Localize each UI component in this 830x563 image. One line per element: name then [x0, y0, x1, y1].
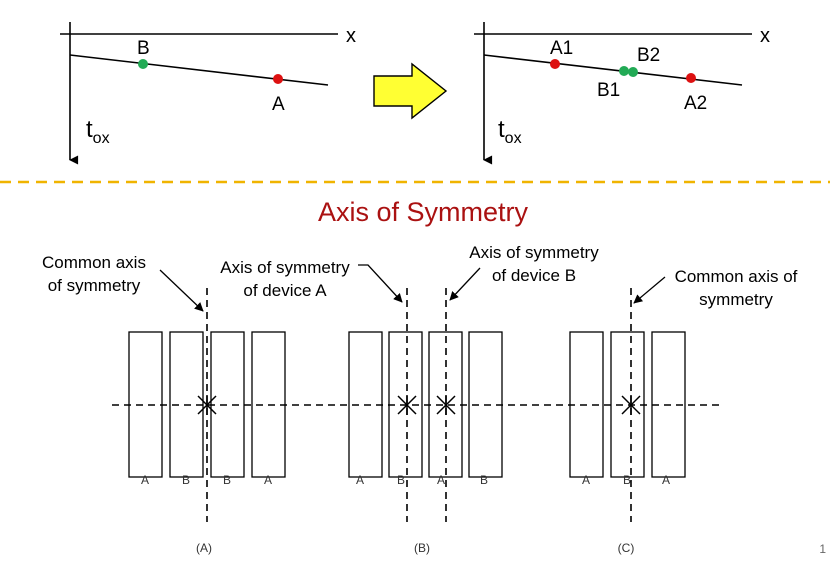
annotation-device-b: Axis of symmetry of device B — [449, 243, 599, 301]
layout-c-device-1 — [569, 331, 604, 478]
layout-b-device-2 — [388, 331, 423, 478]
annotation-common-axis-c-line2: symmetry — [699, 290, 773, 309]
layout-a-device-1 — [128, 331, 163, 478]
annotation-device-b-line1: Axis of symmetry — [469, 243, 599, 262]
annotation-common-axis-a-line2: of symmetry — [48, 276, 141, 295]
right-point-a1 — [550, 59, 560, 69]
right-point-b2 — [628, 67, 638, 77]
annotation-device-a-line1: Axis of symmetry — [220, 258, 350, 277]
annotation-device-a-arrow — [358, 264, 403, 303]
layout-c: A B A (C) — [569, 288, 686, 555]
left-point-a — [273, 74, 283, 84]
left-gradient-panel: x tox B A — [60, 22, 356, 165]
layout-a-centroid-icon — [197, 395, 217, 415]
right-point-b1 — [619, 66, 629, 76]
right-gradient-panel: x tox A1 B1 B2 A2 — [474, 22, 770, 165]
layout-b-label-3: A — [437, 473, 445, 487]
layout-b-label-1: A — [356, 473, 364, 487]
right-tox-label: tox — [498, 116, 522, 147]
layout-b-device-1 — [348, 331, 383, 478]
layout-a-device-4 — [251, 331, 286, 478]
layout-b-device-3 — [428, 331, 463, 478]
layout-c-device-3 — [651, 331, 686, 478]
layout-b-device-4 — [468, 331, 503, 478]
right-point-b2-label: B2 — [637, 45, 660, 66]
layout-b: A B A B (B) — [348, 288, 503, 555]
left-x-label: x — [346, 25, 356, 47]
annotation-common-axis-c-line1: Common axis of — [675, 267, 798, 286]
right-point-a2-label: A2 — [684, 93, 707, 114]
layout-b-label-2: B — [397, 473, 405, 487]
left-tox-label: tox — [86, 116, 110, 147]
left-gradient-line — [69, 54, 329, 86]
annotation-device-a-line2: of device A — [243, 281, 327, 300]
layout-c-label-3: A — [662, 473, 670, 487]
left-point-a-label: A — [272, 94, 285, 115]
transform-arrow-icon — [373, 62, 448, 120]
layout-b-centroid-b-icon — [436, 395, 456, 415]
layout-a-label-2: B — [182, 473, 190, 487]
right-point-a1-label: A1 — [550, 38, 573, 59]
layout-a-label-4: A — [264, 473, 272, 487]
transform-arrow — [373, 62, 448, 120]
left-point-b — [138, 59, 148, 69]
layout-a-label-1: A — [141, 473, 149, 487]
layout-b-centroid-a-icon — [397, 395, 417, 415]
layout-a: A B B A (A) — [128, 288, 286, 555]
layout-c-label-2: B — [623, 473, 631, 487]
layout-c-device-2 — [610, 331, 645, 478]
annotation-common-axis-a-arrow — [159, 269, 204, 312]
annotation-common-axis-a-line1: Common axis — [42, 253, 146, 272]
right-point-b1-label: B1 — [597, 80, 620, 101]
right-gradient-line — [483, 54, 743, 86]
right-point-a2 — [686, 73, 696, 83]
section-title: Axis of Symmetry — [318, 197, 529, 227]
annotation-device-a: Axis of symmetry of device A — [220, 258, 403, 303]
layout-c-label-1: A — [582, 473, 590, 487]
annotation-common-axis-c-arrow — [633, 276, 666, 304]
layout-c-centroid-icon — [621, 395, 641, 415]
layout-a-device-3 — [210, 331, 245, 478]
page-number: 1 — [819, 542, 826, 556]
layout-c-caption: (C) — [618, 541, 635, 555]
annotation-common-axis-a: Common axis of symmetry — [42, 253, 204, 312]
right-x-label: x — [760, 25, 770, 47]
layout-b-label-4: B — [480, 473, 488, 487]
left-point-b-label: B — [137, 38, 150, 59]
layout-a-label-3: B — [223, 473, 231, 487]
layout-b-caption: (B) — [414, 541, 430, 555]
annotation-device-b-line2: of device B — [492, 266, 576, 285]
layout-a-device-2 — [169, 331, 204, 478]
layout-a-caption: (A) — [196, 541, 212, 555]
annotation-common-axis-c: Common axis of symmetry — [633, 267, 798, 309]
annotation-device-b-arrow — [449, 267, 481, 301]
